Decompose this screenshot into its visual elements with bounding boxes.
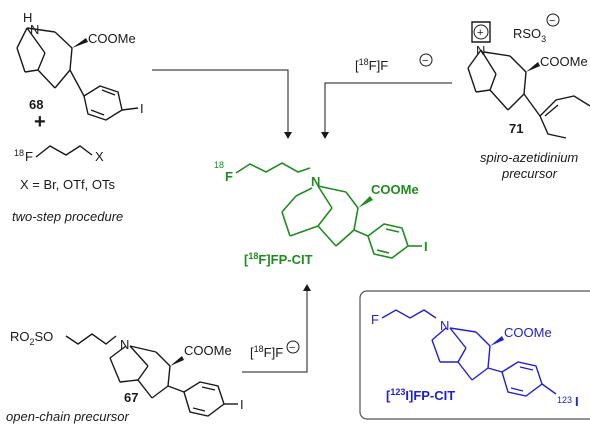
c67-n-label: N: [120, 337, 129, 352]
bottom-fluoride-reagent: [18F]F: [250, 344, 283, 360]
product-18f-fpcit: [235, 162, 422, 259]
c68-number: 68: [29, 97, 43, 112]
product-f-label: F: [225, 169, 233, 184]
reagent-f-label: F: [25, 149, 33, 164]
reagent-x-label: X: [95, 149, 104, 164]
iodo-analog-structure: [381, 309, 557, 397]
c71-ester-label: COOMe: [540, 54, 588, 69]
c67-sulfonate: RO2SO: [10, 329, 53, 347]
top-fluoride-reagent: [18F]F: [355, 57, 388, 73]
top-fluoride-charge: [419, 53, 433, 67]
reagent-chain: [35, 145, 93, 158]
c68-ester-label: COOMe: [88, 31, 136, 46]
arrow-from-67: [242, 284, 311, 373]
compound-67: [65, 333, 238, 417]
x-definition: X = Br, OTf, OTs: [20, 177, 115, 192]
c71-label-line2: precursor: [501, 166, 558, 181]
product-name: [18F]FP-CIT: [244, 251, 313, 267]
c67-iodine-label: I: [240, 397, 244, 412]
c68-h-label: H: [23, 10, 32, 25]
c71-number: 71: [509, 121, 523, 136]
c71-minus-charge: [546, 13, 560, 27]
c71-n-label: N: [476, 43, 485, 58]
c68-iodine-label: I: [140, 101, 144, 116]
iodo-ester-label: COOMe: [504, 325, 552, 340]
compound-71: [467, 21, 590, 139]
iodo-n-label: N: [440, 318, 449, 333]
product-f-isotope: 18: [214, 160, 224, 170]
bottom-fluoride-minus: −: [289, 342, 295, 354]
product-iodine-label: I: [424, 239, 428, 254]
arrow-from-71: [321, 82, 452, 139]
bottom-fluoride-charge: [286, 340, 300, 354]
c71-minus: −: [549, 15, 555, 27]
c68-n-label: N: [30, 22, 39, 37]
top-fluoride-minus: −: [422, 55, 428, 67]
product-ester-label: COOMe: [371, 182, 419, 197]
product-n-label: N: [311, 174, 320, 189]
c67-ester-label: COOMe: [184, 343, 232, 358]
reagent-isotope: 18: [14, 148, 24, 158]
compound-68: [16, 27, 139, 121]
c71-counterion: RSO3: [513, 26, 546, 44]
two-step-label: two-step procedure: [12, 209, 123, 224]
arrow-from-68: [152, 69, 292, 139]
plus-sign: +: [34, 111, 46, 133]
c71-plus-charge: [473, 24, 489, 40]
iodo-isotope: 123: [557, 395, 572, 405]
c67-number: 67: [124, 390, 138, 405]
c67-label: open-chain precursor: [6, 409, 130, 424]
c71-plus: +: [477, 27, 483, 39]
iodo-iodine-label: I: [575, 394, 579, 409]
iodo-analog-box: [359, 290, 590, 420]
iodo-name: [123I]FP-CIT: [386, 387, 455, 403]
iodo-f-label: F: [371, 312, 379, 327]
c71-label-line1: spiro-azetidinium: [480, 150, 578, 165]
